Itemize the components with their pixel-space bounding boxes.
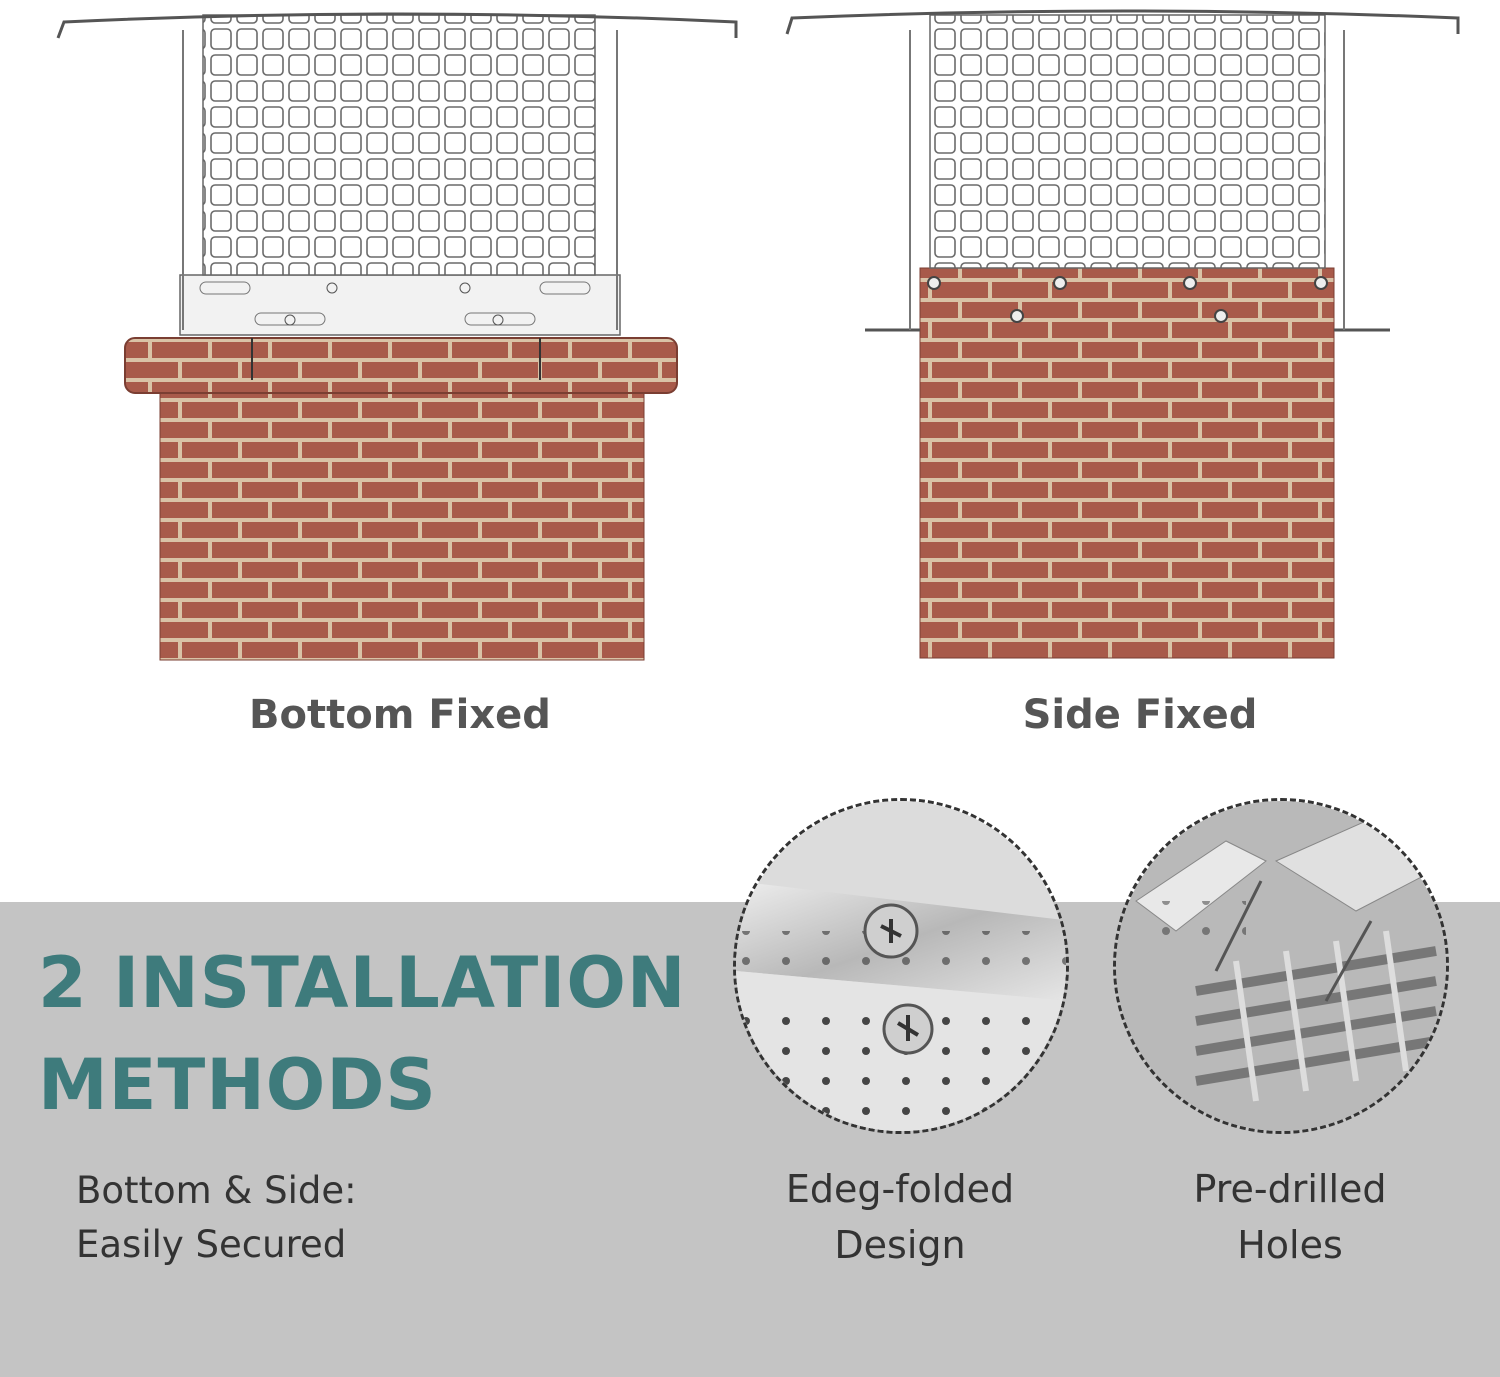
- bottom-fixed-caption: Bottom Fixed: [249, 692, 551, 738]
- feature-edge-folded-line-2: Design: [834, 1223, 966, 1267]
- feature-pre-drilled-line-2: Holes: [1237, 1223, 1343, 1267]
- description-line-1: Bottom & Side:: [76, 1169, 357, 1212]
- side-fixed-illustration: [785, 9, 1460, 659]
- description-line-2: Easily Secured: [76, 1223, 347, 1266]
- headline-line-2: METHODS: [38, 1044, 437, 1126]
- pre-drilled-holes-detail-image: [1113, 798, 1449, 1134]
- side-fixed-caption: Side Fixed: [1022, 692, 1258, 738]
- feature-edge-folded-line-1: Edeg-folded: [785, 1167, 1015, 1211]
- feature-pre-drilled-line-1: Pre-drilled: [1193, 1167, 1387, 1211]
- headline-line-1: 2 INSTALLATION: [38, 942, 687, 1024]
- mesh-frame-photo: [1116, 801, 1446, 1131]
- edge-folded-detail-image: [733, 798, 1069, 1134]
- bottom-fixed-illustration: [56, 12, 738, 661]
- screw-bracket-photo: [736, 801, 1066, 1131]
